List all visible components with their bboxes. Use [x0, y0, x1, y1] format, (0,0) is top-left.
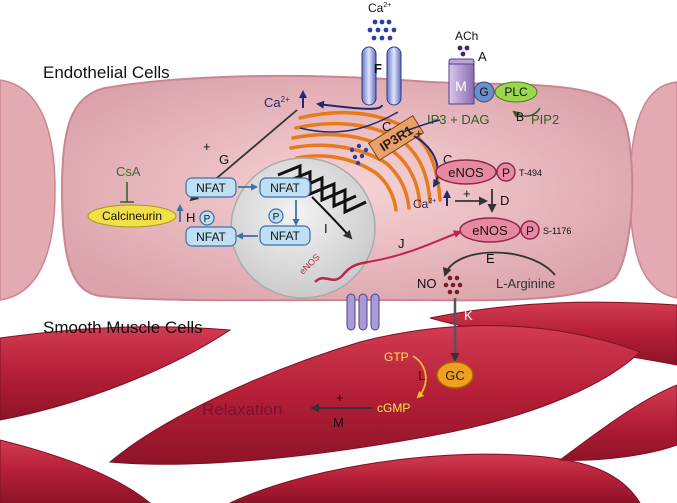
csa-label: CsA [116, 164, 141, 179]
arrow-er-to-ca-c [299, 111, 399, 133]
ca-label-top: Ca2+ [368, 1, 391, 15]
csa-inhibition [120, 182, 134, 203]
svg-text:P: P [204, 214, 211, 225]
svg-text:P: P [526, 224, 534, 238]
enos-s1176: eNOS P S-1176 [459, 217, 571, 243]
ion-dots-extracellular [367, 19, 397, 41]
svg-text:PLC: PLC [504, 85, 528, 99]
neighbor-endothelial-cell-left [0, 79, 56, 301]
svg-text:S-1176: S-1176 [543, 226, 571, 236]
smooth-muscle-cells-label: Smooth Muscle Cells [43, 318, 203, 337]
arrow-ip3-to-ip3r1 [401, 119, 441, 133]
step-label-j: J [398, 236, 405, 251]
step-label-a: A [478, 49, 487, 64]
pip2-label: PIP2 [531, 112, 559, 127]
svg-text:NFAT: NFAT [196, 181, 226, 195]
nfat-cytoplasmic: NFAT [185, 177, 237, 198]
nfat-phosphorylated-cytoplasmic: P NFAT [185, 210, 237, 247]
cgmp-label: cGMP [377, 401, 410, 415]
no-dots [443, 275, 463, 295]
no-label: NO [417, 276, 437, 291]
ion-dots-er [349, 143, 369, 166]
svg-text:NFAT: NFAT [270, 181, 300, 195]
gap-junction [346, 293, 380, 331]
calcium-channel-f [361, 46, 402, 106]
step-label-d: D [500, 193, 509, 208]
smooth-muscle-cell-right [558, 384, 677, 461]
svg-text:G: G [479, 85, 488, 99]
nfat-phosphorylated-nuclear: P NFAT [259, 208, 311, 246]
step-label-c-top: C [382, 119, 391, 134]
muscarinic-receptor: M [448, 58, 475, 105]
enos-mrna [314, 260, 369, 283]
relaxation-label: Relaxation [202, 400, 282, 419]
svg-text:NFAT: NFAT [196, 230, 226, 244]
ach-label: ACh [455, 29, 478, 43]
smooth-muscle-layer [0, 301, 677, 503]
step-label-l: L [418, 368, 425, 383]
svg-text:eNOS: eNOS [472, 223, 508, 238]
svg-text:P: P [502, 166, 510, 180]
step-label-k: K [464, 308, 473, 323]
gtp-label: GTP [384, 350, 409, 364]
smooth-muscle-cell-bottom [229, 453, 641, 503]
step-label-f: F [374, 61, 382, 76]
ca-label-cytoplasm: Ca2+ [264, 95, 290, 110]
endothelial-cells-label: Endothelial Cells [43, 63, 170, 82]
arrow-channel-to-ca [316, 100, 383, 110]
neighbor-endothelial-cell-right [629, 81, 677, 299]
plus-sign-m: + [336, 390, 344, 405]
enos-t494: eNOS P T-494 [435, 159, 542, 185]
step-label-e: E [486, 251, 495, 266]
nfat-nuclear: NFAT [259, 177, 311, 198]
svg-text:T-494: T-494 [519, 168, 542, 178]
guanylyl-cyclase: GC [436, 361, 474, 389]
step-label-g: G [219, 152, 229, 167]
ach-dots [457, 45, 470, 57]
step-label-h: H [186, 210, 195, 225]
step-label-b: B [516, 110, 524, 124]
svg-text:NFAT: NFAT [270, 229, 300, 243]
l-arginine-label: L-Arginine [496, 276, 555, 291]
svg-text:Calcineurin: Calcineurin [102, 209, 162, 223]
arrow-e [442, 251, 556, 277]
arrow-l [412, 355, 427, 399]
pip2-conversion-arrow [512, 107, 541, 118]
plus-sign-g: + [203, 139, 211, 154]
arrow-j [367, 230, 462, 263]
svg-text:eNOS: eNOS [448, 165, 484, 180]
plus-sign-c: + [415, 126, 423, 141]
g-protein: G [473, 81, 495, 103]
plus-sign-d: + [463, 186, 471, 201]
step-label-i: I [324, 221, 328, 236]
calcineurin: Calcineurin [87, 204, 177, 228]
svg-text:M: M [455, 78, 467, 94]
svg-text:GC: GC [445, 368, 465, 383]
dna-helix [277, 163, 367, 215]
arrow-i [311, 196, 353, 240]
arrow-ip3r1-to-ca-right [413, 135, 441, 188]
svg-text:P: P [273, 212, 280, 223]
smooth-muscle-cell-center [108, 325, 641, 465]
plc-enzyme: PLC [494, 81, 538, 103]
step-label-m: M [333, 415, 344, 430]
smooth-muscle-cell-left [0, 326, 232, 421]
ca-label-right: Ca2+ [413, 197, 436, 211]
ip3-dag-label: IP3 + DAG [427, 112, 490, 127]
step-label-c-right: C [443, 152, 452, 167]
